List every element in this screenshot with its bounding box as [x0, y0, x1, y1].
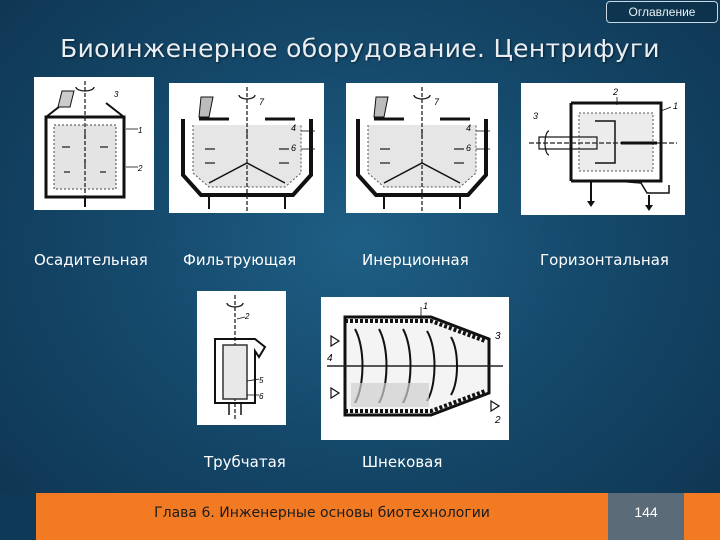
footer-left-block: [0, 493, 36, 540]
filtering-centrifuge-figure: 7 4 6: [169, 83, 324, 213]
svg-text:2: 2: [244, 312, 250, 321]
svg-text:6: 6: [466, 143, 471, 153]
svg-text:7: 7: [259, 97, 265, 107]
sedimentation-centrifuge-figure: 3 1 2: [34, 77, 154, 210]
svg-text:1: 1: [673, 101, 678, 111]
svg-text:4: 4: [466, 123, 471, 133]
inertial-centrifuge-figure: 7 4 6: [346, 83, 498, 213]
footer-bar: Глава 6. Инженерные основы биотехнологии: [36, 493, 608, 540]
inertial-caption: Инерционная: [362, 251, 469, 269]
filtering-caption: Фильтрующая: [183, 251, 297, 269]
svg-text:4: 4: [327, 353, 333, 364]
screw-centrifuge-figure: 1 3 4 2: [321, 297, 509, 440]
table-of-contents-button[interactable]: Оглавление: [606, 1, 718, 23]
tubular-centrifuge-figure: 2 5 6: [197, 291, 286, 425]
svg-text:3: 3: [495, 331, 501, 342]
sedimentation-caption: Осадительная: [34, 251, 148, 269]
horizontal-caption: Горизонтальная: [540, 251, 669, 269]
horizontal-centrifuge-figure: 2 1 3: [521, 83, 685, 215]
tubular-caption: Трубчатая: [204, 453, 286, 471]
svg-text:3: 3: [533, 111, 538, 121]
svg-text:2: 2: [494, 415, 501, 426]
svg-text:4: 4: [291, 123, 296, 133]
svg-text:7: 7: [434, 97, 440, 107]
svg-text:2: 2: [612, 87, 618, 97]
chapter-title: Глава 6. Инженерные основы биотехнологии: [154, 505, 490, 521]
svg-text:5: 5: [259, 376, 264, 385]
svg-text:1: 1: [423, 301, 428, 311]
footer-right-block: [684, 493, 720, 540]
svg-text:6: 6: [259, 392, 264, 401]
screw-caption: Шнековая: [362, 453, 443, 471]
svg-text:3: 3: [114, 90, 119, 99]
svg-text:2: 2: [137, 164, 143, 173]
svg-text:6: 6: [291, 143, 296, 153]
page-title: Биоинженерное оборудование. Центрифуги: [60, 34, 660, 63]
page-number: 144: [608, 493, 684, 540]
svg-text:1: 1: [138, 126, 142, 135]
